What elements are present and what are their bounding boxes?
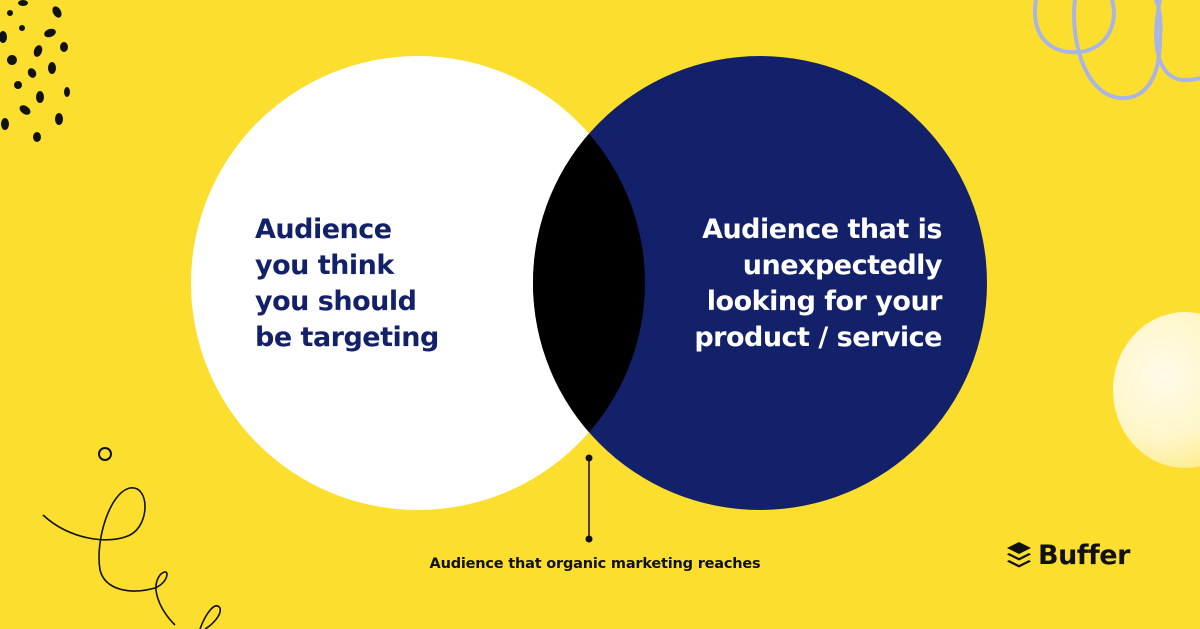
moon-decoration	[1113, 312, 1200, 468]
left-label-line: you think	[255, 250, 394, 281]
right-label-line: product / service	[694, 322, 942, 353]
left-label-line: be targeting	[255, 322, 439, 353]
right-circle-label: Audience that is unexpectedly looking fo…	[660, 212, 942, 356]
left-circle	[191, 56, 645, 510]
left-label-line: you should	[255, 286, 417, 317]
right-circle	[533, 56, 987, 510]
right-label-line: unexpectedly	[742, 250, 943, 281]
dots-decoration	[0, 0, 70, 142]
buffer-logo: Buffer	[1006, 540, 1130, 571]
buffer-stack-icon	[1007, 541, 1031, 567]
left-label-line: Audience	[255, 214, 392, 245]
right-label-line: Audience that is	[702, 214, 942, 245]
left-circle-label: Audience you think you should be targeti…	[255, 212, 485, 356]
overlap-caption: Audience that organic marketing reaches	[429, 556, 761, 572]
overlap-connector	[585, 454, 593, 543]
brand-name: Buffer	[1038, 540, 1130, 571]
blue-scribble-decoration	[1032, 0, 1200, 101]
black-scribble-decoration	[42, 447, 222, 629]
right-label-line: looking for your	[706, 286, 943, 317]
